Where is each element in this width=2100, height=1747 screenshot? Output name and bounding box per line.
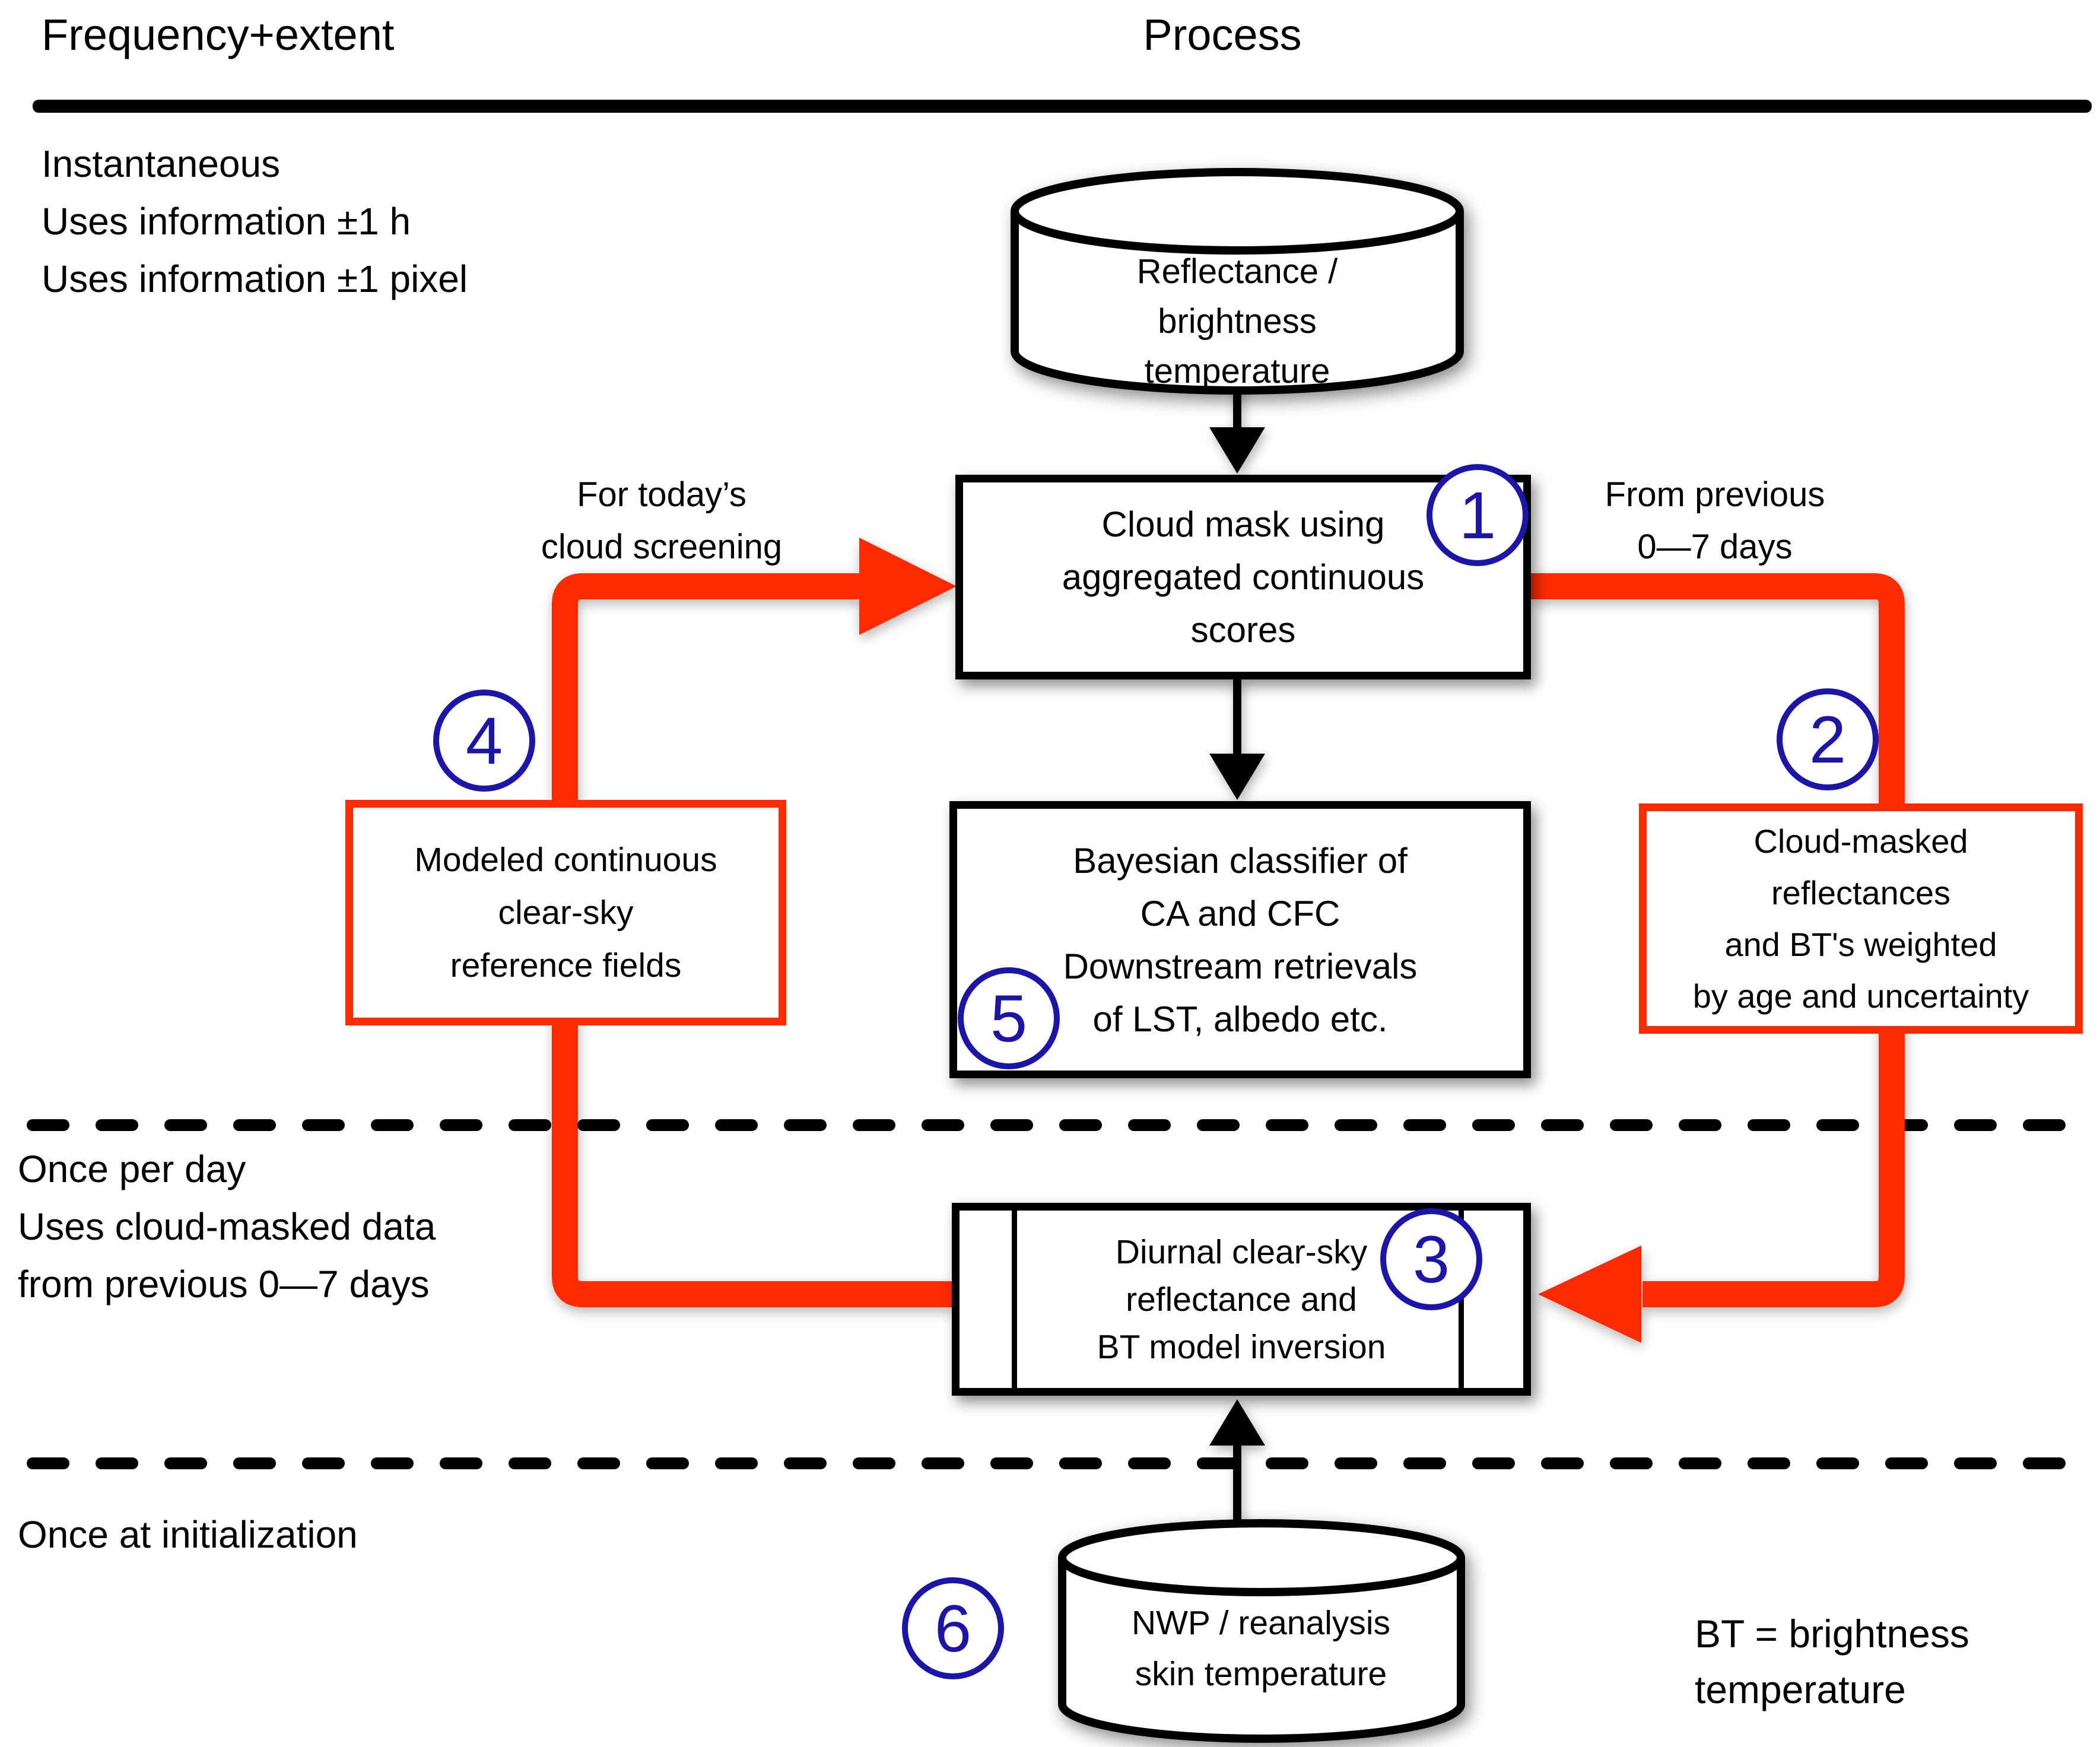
step-badge-6: 6 [902, 1577, 1004, 1679]
box-line: Modeled continuous [414, 840, 717, 879]
cylinder-label-line: NWP / reanalysis [1131, 1604, 1391, 1642]
reflectance-cylinder-label: Reflectance / brightness temperature [1030, 247, 1445, 396]
red-arrowhead-into-cloud-mask [859, 538, 957, 635]
box-line: Diurnal clear-sky [1115, 1233, 1368, 1271]
header-rule [33, 100, 2092, 113]
step-badge-4: 4 [433, 690, 535, 792]
from-previous-label: From previous 0—7 days [1507, 469, 1923, 573]
once-at-initialization-note: Once at initialization [18, 1506, 358, 1564]
cylinder-label-line: brightness [1158, 302, 1317, 341]
box-line: clear-sky [498, 893, 634, 932]
box-line: BT model inversion [1097, 1327, 1386, 1366]
step-badge-2: 2 [1777, 688, 1879, 790]
box-line: CA and CFC [1140, 893, 1340, 933]
box-line: Downstream retrievals [1063, 946, 1418, 986]
box-line: Bayesian classifier of [1073, 840, 1408, 881]
nwp-cylinder-body [1058, 1558, 1465, 1743]
box-line: of LST, albedo etc. [1092, 999, 1388, 1039]
cylinder-label-line: temperature [1144, 352, 1330, 390]
cylinder-label-line: Reflectance / [1136, 252, 1338, 291]
once-per-day-note: Once per day Uses cloud-masked data from… [18, 1141, 436, 1313]
reflectance-cylinder-body [1011, 211, 1464, 395]
instantaneous-note: Instantaneous Uses information ±1 h Uses… [42, 135, 468, 308]
modeled-fields-box: Modeled continuous clear-sky reference f… [345, 800, 786, 1025]
arrow-reflectance-to-cloud-mask-head [1209, 427, 1265, 474]
note-line: Once at initialization [18, 1513, 358, 1556]
cylinder-label-line: skin temperature [1135, 1655, 1387, 1693]
cloud-masked-data-box: Cloud-masked reflectances and BT's weigh… [1639, 803, 2083, 1034]
nwp-cylinder [1058, 1519, 1465, 1743]
box-line: reference fields [450, 946, 682, 984]
arrow-cloud-mask-to-bayesian-head [1209, 754, 1265, 800]
bayesian-classifier-box: Bayesian classifier of CA and CFC Downst… [949, 801, 1531, 1078]
note-line: Uses cloud-masked data [18, 1205, 436, 1248]
note-line: from previous 0—7 days [18, 1263, 430, 1306]
for-todays-label: For today’s cloud screening [454, 469, 869, 573]
reflectance-cylinder-top [1011, 168, 1464, 255]
frequency-extent-header: Frequency+extent [42, 10, 395, 59]
note-line: Once per day [18, 1148, 246, 1190]
step-badge-5: 5 [958, 967, 1060, 1069]
red-arrowhead-into-diurnal [1538, 1246, 1641, 1343]
footnote-line: temperature [1695, 1667, 1906, 1711]
arrow-nwp-to-diurnal-head [1209, 1399, 1265, 1446]
note-line: Uses information ±1 pixel [42, 258, 468, 300]
edge-label-line: 0—7 days [1637, 528, 1793, 566]
bt-footnote: BT = brightness temperature [1695, 1606, 1969, 1717]
nwp-cylinder-top [1058, 1519, 1465, 1596]
step-badge-1: 1 [1427, 464, 1529, 566]
edge-label-line: From previous [1605, 475, 1825, 514]
box-line: aggregated continuous [1062, 557, 1425, 597]
box-line: and BT's weighted [1724, 926, 1997, 963]
footnote-line: BT = brightness [1695, 1612, 1969, 1656]
predefined-process-left-bar [1012, 1211, 1017, 1388]
reflectance-cylinder [1011, 168, 1464, 395]
step-badge-3: 3 [1380, 1208, 1482, 1310]
edge-label-line: cloud screening [541, 528, 783, 566]
edge-label-line: For today’s [577, 475, 746, 514]
box-line: Cloud mask using [1101, 504, 1385, 544]
box-line: by age and uncertainty [1692, 977, 2029, 1015]
note-line: Uses information ±1 h [42, 200, 411, 243]
process-header: Process [1143, 10, 1302, 59]
nwp-cylinder-label: NWP / reanalysis skin temperature [1068, 1597, 1454, 1700]
box-line: reflectances [1771, 874, 1950, 911]
box-line: Cloud-masked [1753, 822, 1968, 860]
box-line: scores [1190, 610, 1296, 650]
box-line: reflectance and [1126, 1280, 1357, 1319]
note-line: Instantaneous [42, 142, 281, 185]
